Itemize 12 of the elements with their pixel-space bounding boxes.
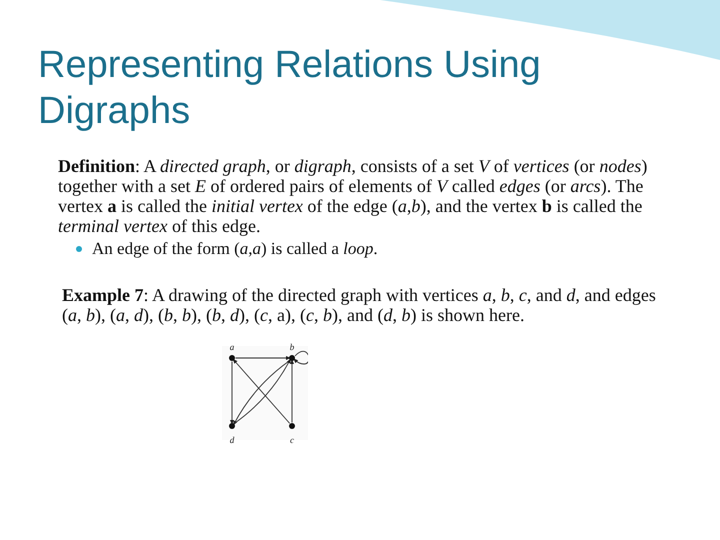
definition-paragraph: Definition: A directed graph, or digraph, consists of a set V of vertices (or nodes) together with a set E of ordered pairs of elements of V called edges (or arcs). The vertex a is called the initial vertex of the edge (a,b), and the vertex b is called the terminal vertex of this edge. [58,156,648,236]
vertex-label: c [289,435,295,445]
arrow [230,361,234,425]
arrow [235,356,291,360]
vertex-label: b [288,342,296,352]
vertex-label: d [228,435,236,445]
bullet-text: An edge of the form (a,a) is called a loop. [92,239,379,259]
arrow [293,350,308,364]
example-paragraph: Example 7: A drawing of the directed graph with vertices a, b, c, and d, and edges (a, b), (a, d), (b, b), (b, d), (c, a), (c, b), and (d, b) is shown here. [62,285,657,325]
vertex-label: a [228,342,236,352]
arrow [290,359,294,423]
slide-title: Representing Relations Using Digraphs [38,43,542,134]
